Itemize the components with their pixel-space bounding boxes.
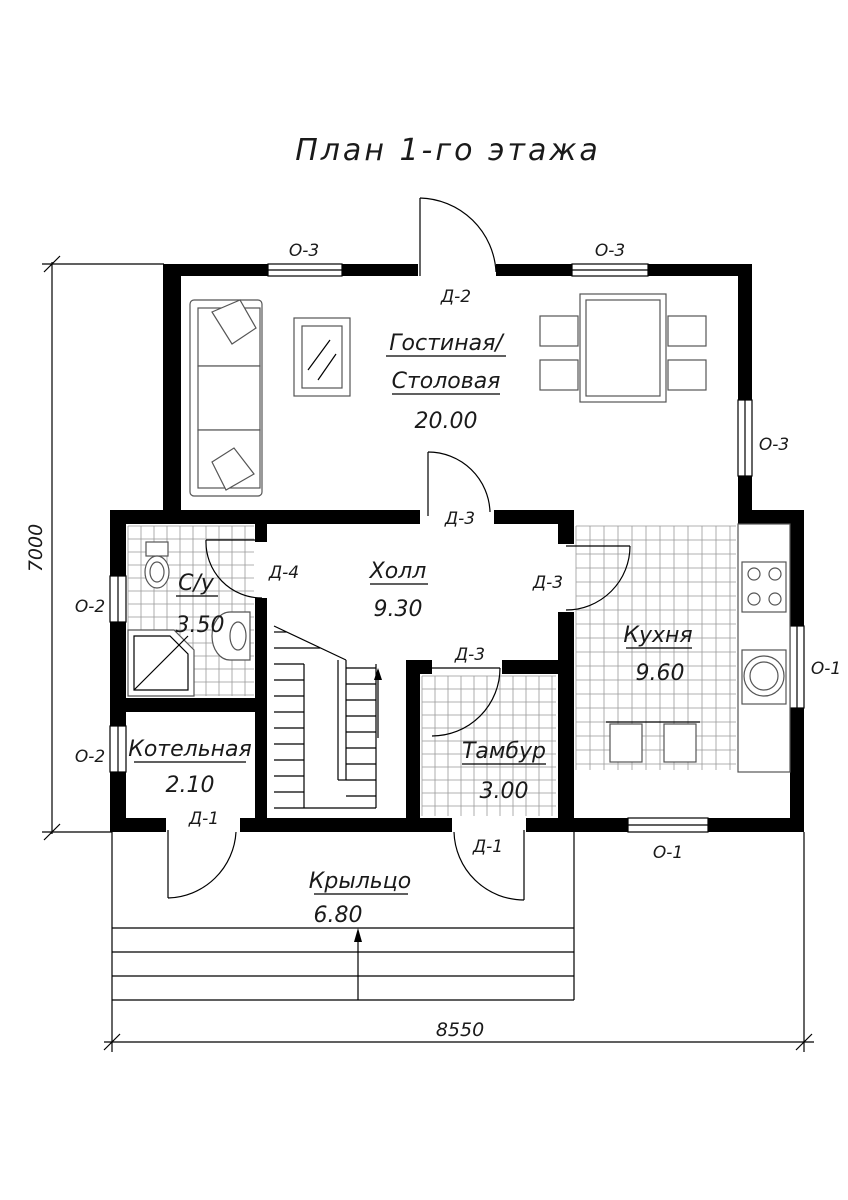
window-tag-o3-top-left: О-3 (289, 241, 319, 261)
kitchen-furniture (606, 523, 791, 773)
living-room-name-line1: Гостиная/ (389, 331, 505, 356)
window-tag-o3-top-right: О-3 (595, 241, 625, 261)
interior-stairs (273, 625, 382, 809)
window-tag-o2-boiler: О-2 (75, 747, 105, 767)
vestibule-tiles (421, 675, 556, 816)
doors (167, 197, 631, 901)
kitchen-tiles (575, 525, 736, 770)
window-tag-o1-right: О-1 (811, 659, 841, 679)
width-dimension: 8550 (436, 1019, 484, 1041)
window-tag-o1-bottom: О-1 (653, 843, 683, 863)
door-tag-d3-kitchen: Д-3 (532, 573, 563, 593)
vestibule-name: Тамбур (462, 739, 546, 764)
dimension-lines (42, 255, 814, 1052)
porch-name: Крыльцо (309, 869, 411, 894)
door-tag-d3-living: Д-3 (444, 509, 475, 529)
hall-name: Холл (369, 559, 427, 584)
height-dimension: 7000 (25, 524, 47, 572)
boiler-room-name: Котельная (128, 737, 252, 762)
hall-area: 9.30 (374, 597, 423, 622)
bathroom-fixtures (127, 541, 251, 697)
vestibule-area: 3.00 (480, 779, 529, 804)
porch-area: 6.80 (314, 903, 363, 928)
boiler-room-area: 2.10 (166, 773, 215, 798)
porch (111, 832, 575, 1001)
window-tag-o3-right: О-3 (759, 435, 789, 455)
door-tag-d1-boiler: Д-1 (188, 809, 219, 829)
living-room-name-line2: Столовая (392, 369, 501, 394)
bathroom-name: С/у (178, 571, 215, 596)
window-tag-o2-bathroom: О-2 (75, 597, 105, 617)
door-tag-d4: Д-4 (268, 563, 299, 583)
bathroom-area: 3.50 (176, 613, 225, 638)
living-room-area: 20.00 (415, 409, 478, 434)
door-tag-d1-entry: Д-1 (472, 837, 503, 857)
living-furniture (189, 293, 707, 497)
door-tag-d2: Д-2 (440, 287, 471, 307)
kitchen-name: Кухня (623, 623, 692, 648)
plan-title: План 1-го этажа (295, 133, 601, 168)
windows (109, 263, 805, 833)
door-tag-d3-vestibule: Д-3 (454, 645, 485, 665)
kitchen-area: 9.60 (636, 661, 685, 686)
